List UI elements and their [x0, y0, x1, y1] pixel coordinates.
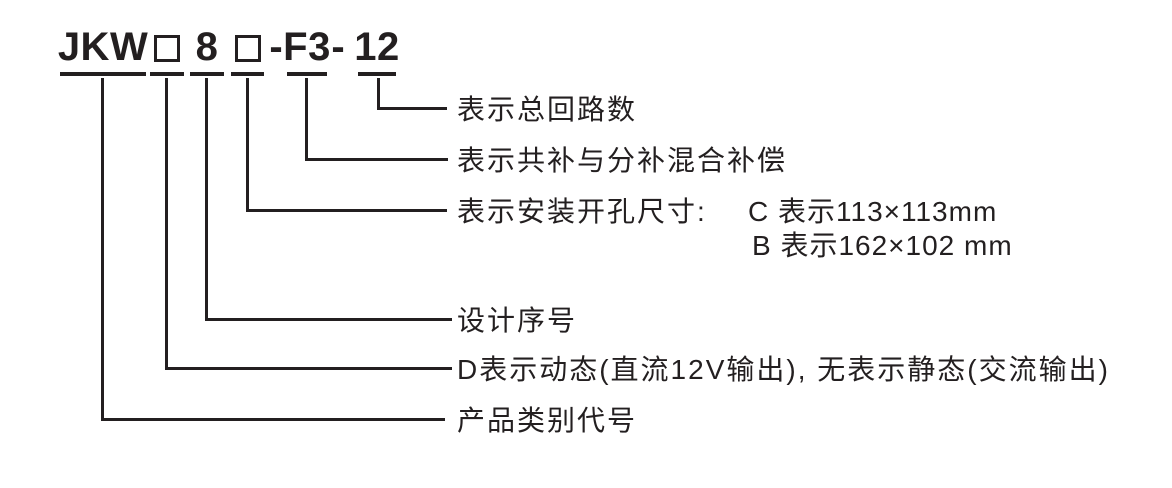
connector-horizontal-jkw: [101, 418, 445, 421]
label-design-serial: 设计序号: [457, 305, 578, 336]
label-mounting-hole-option-c: C 表示113×113mm: [748, 196, 998, 227]
label-product-category: 产品类别代号: [457, 405, 638, 436]
model-segment-circuit-count-text: 12: [354, 25, 400, 69]
model-segment-design-serial-text: 8: [195, 25, 219, 69]
connector-vertical-8: [205, 78, 208, 321]
connector-vertical-jkw: [101, 78, 104, 421]
model-segment-jkw: JKW: [57, 25, 149, 76]
connector-horizontal-box1: [165, 367, 452, 370]
model-segment-circuit-count: 12: [354, 26, 399, 76]
model-dash-1: -: [269, 25, 283, 69]
connector-vertical-12: [377, 78, 380, 110]
label-mixed-compensation: 表示共补与分补混合补偿: [457, 145, 788, 176]
connector-horizontal-box2: [246, 209, 447, 212]
model-dash-2: -: [331, 25, 345, 69]
label-total-circuits: 表示总回路数: [457, 94, 638, 125]
blank-box-icon: [154, 35, 180, 62]
connector-horizontal-f3: [305, 158, 448, 161]
model-segment-f3: F3: [283, 26, 330, 76]
label-mounting-hole-size: 表示安装开孔尺寸:: [457, 196, 707, 227]
blank-box-icon: [234, 35, 261, 62]
label-mounting-hole-option-b: B 表示162×102 mm: [752, 230, 1013, 261]
model-segment-blank-box-2: [231, 26, 264, 76]
model-segment-jkw-text: JKW: [57, 25, 149, 69]
model-segment-design-serial: 8: [190, 26, 224, 76]
connector-horizontal-8: [205, 318, 452, 321]
connector-vertical-f3: [305, 78, 308, 161]
connector-vertical-box1: [165, 78, 168, 370]
connector-vertical-box2: [246, 78, 249, 212]
model-segment-blank-box-1: [150, 26, 184, 76]
connector-horizontal-12: [377, 107, 447, 110]
model-segment-f3-text: F3: [283, 25, 331, 69]
label-dynamic-static-output: D表示动态(直流12V输出), 无表示静态(交流输出): [457, 354, 1110, 385]
